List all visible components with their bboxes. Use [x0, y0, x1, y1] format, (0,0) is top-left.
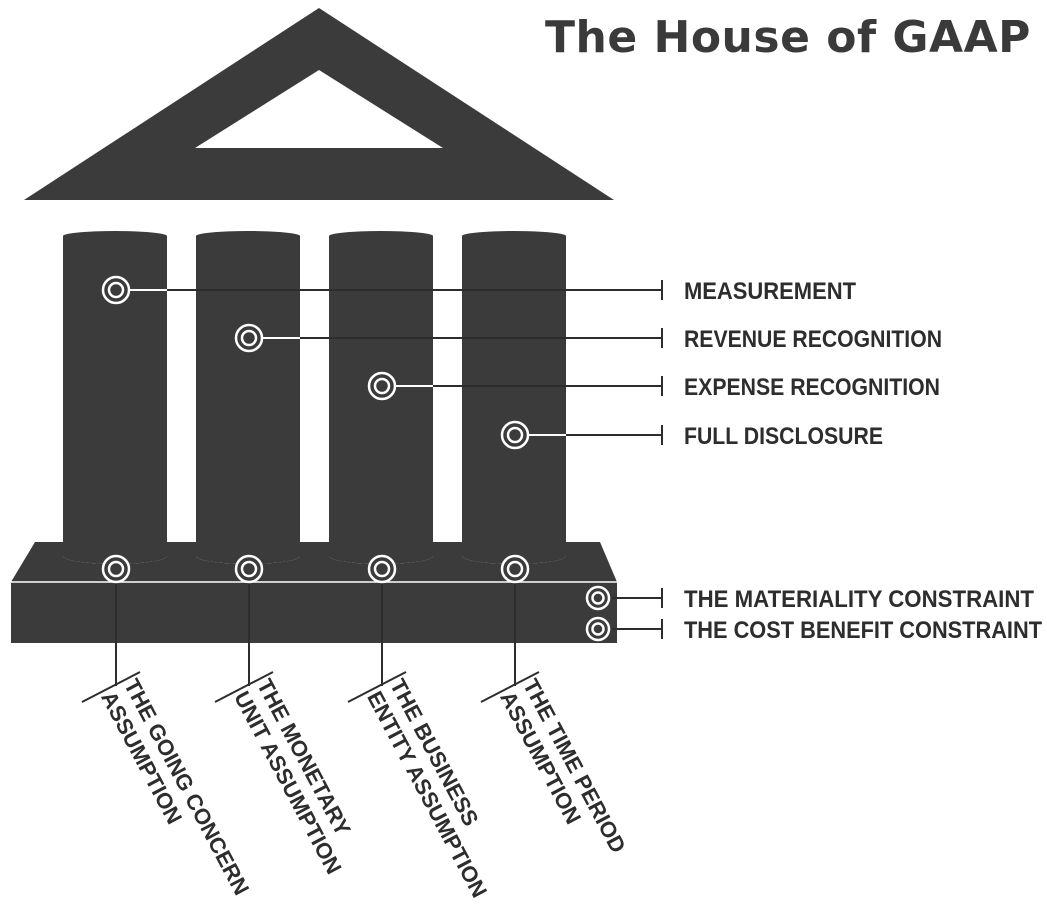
marker-time-period [500, 554, 530, 584]
constraint-markers [585, 585, 611, 642]
label-measurement: MEASUREMENT [684, 278, 856, 305]
inner-connector-lines [130, 289, 566, 436]
assumption-connectors [81, 582, 540, 703]
marker-materiality [585, 585, 611, 611]
roof [24, 8, 614, 200]
page-title: The House of GAAP [545, 12, 1031, 63]
assumption-markers [101, 554, 530, 584]
foundation-top [11, 542, 617, 582]
marker-full-disclosure [500, 420, 530, 450]
principle-markers [101, 275, 530, 450]
assumption-going-concern-line1: THE GOING CONCERN [119, 675, 254, 899]
label-cost-benefit-constraint: THE COST BENEFIT CONSTRAINT [684, 617, 1042, 644]
assumption-monetary-unit: THE MONETARY UNIT ASSUMPTION [229, 675, 356, 878]
marker-going-concern [101, 554, 131, 584]
column-4 [462, 231, 566, 564]
assumption-business-entity: THE BUSINESS ENTITY ASSUMPTION [362, 675, 492, 902]
marker-measurement [101, 275, 131, 305]
assumption-going-concern: THE GOING CONCERN ASSUMPTION [96, 675, 254, 899]
assumption-time-period: THE TIME PERIOD ASSUMPTION [495, 675, 631, 857]
columns [63, 231, 566, 564]
column-2 [196, 231, 300, 564]
constraint-connectors [612, 588, 663, 639]
label-full-disclosure: FULL DISCLOSURE [684, 423, 883, 450]
foundation-front [11, 582, 617, 643]
label-expense-recognition: EXPENSE RECOGNITION [684, 374, 940, 401]
marker-business-entity [367, 554, 397, 584]
marker-expense-recognition [367, 371, 397, 401]
marker-revenue-recognition [234, 323, 264, 353]
label-revenue-recognition: REVENUE RECOGNITION [684, 326, 942, 353]
marker-monetary-unit [234, 554, 264, 584]
marker-cost-benefit [585, 616, 611, 642]
label-materiality-constraint: THE MATERIALITY CONSTRAINT [684, 586, 1034, 613]
